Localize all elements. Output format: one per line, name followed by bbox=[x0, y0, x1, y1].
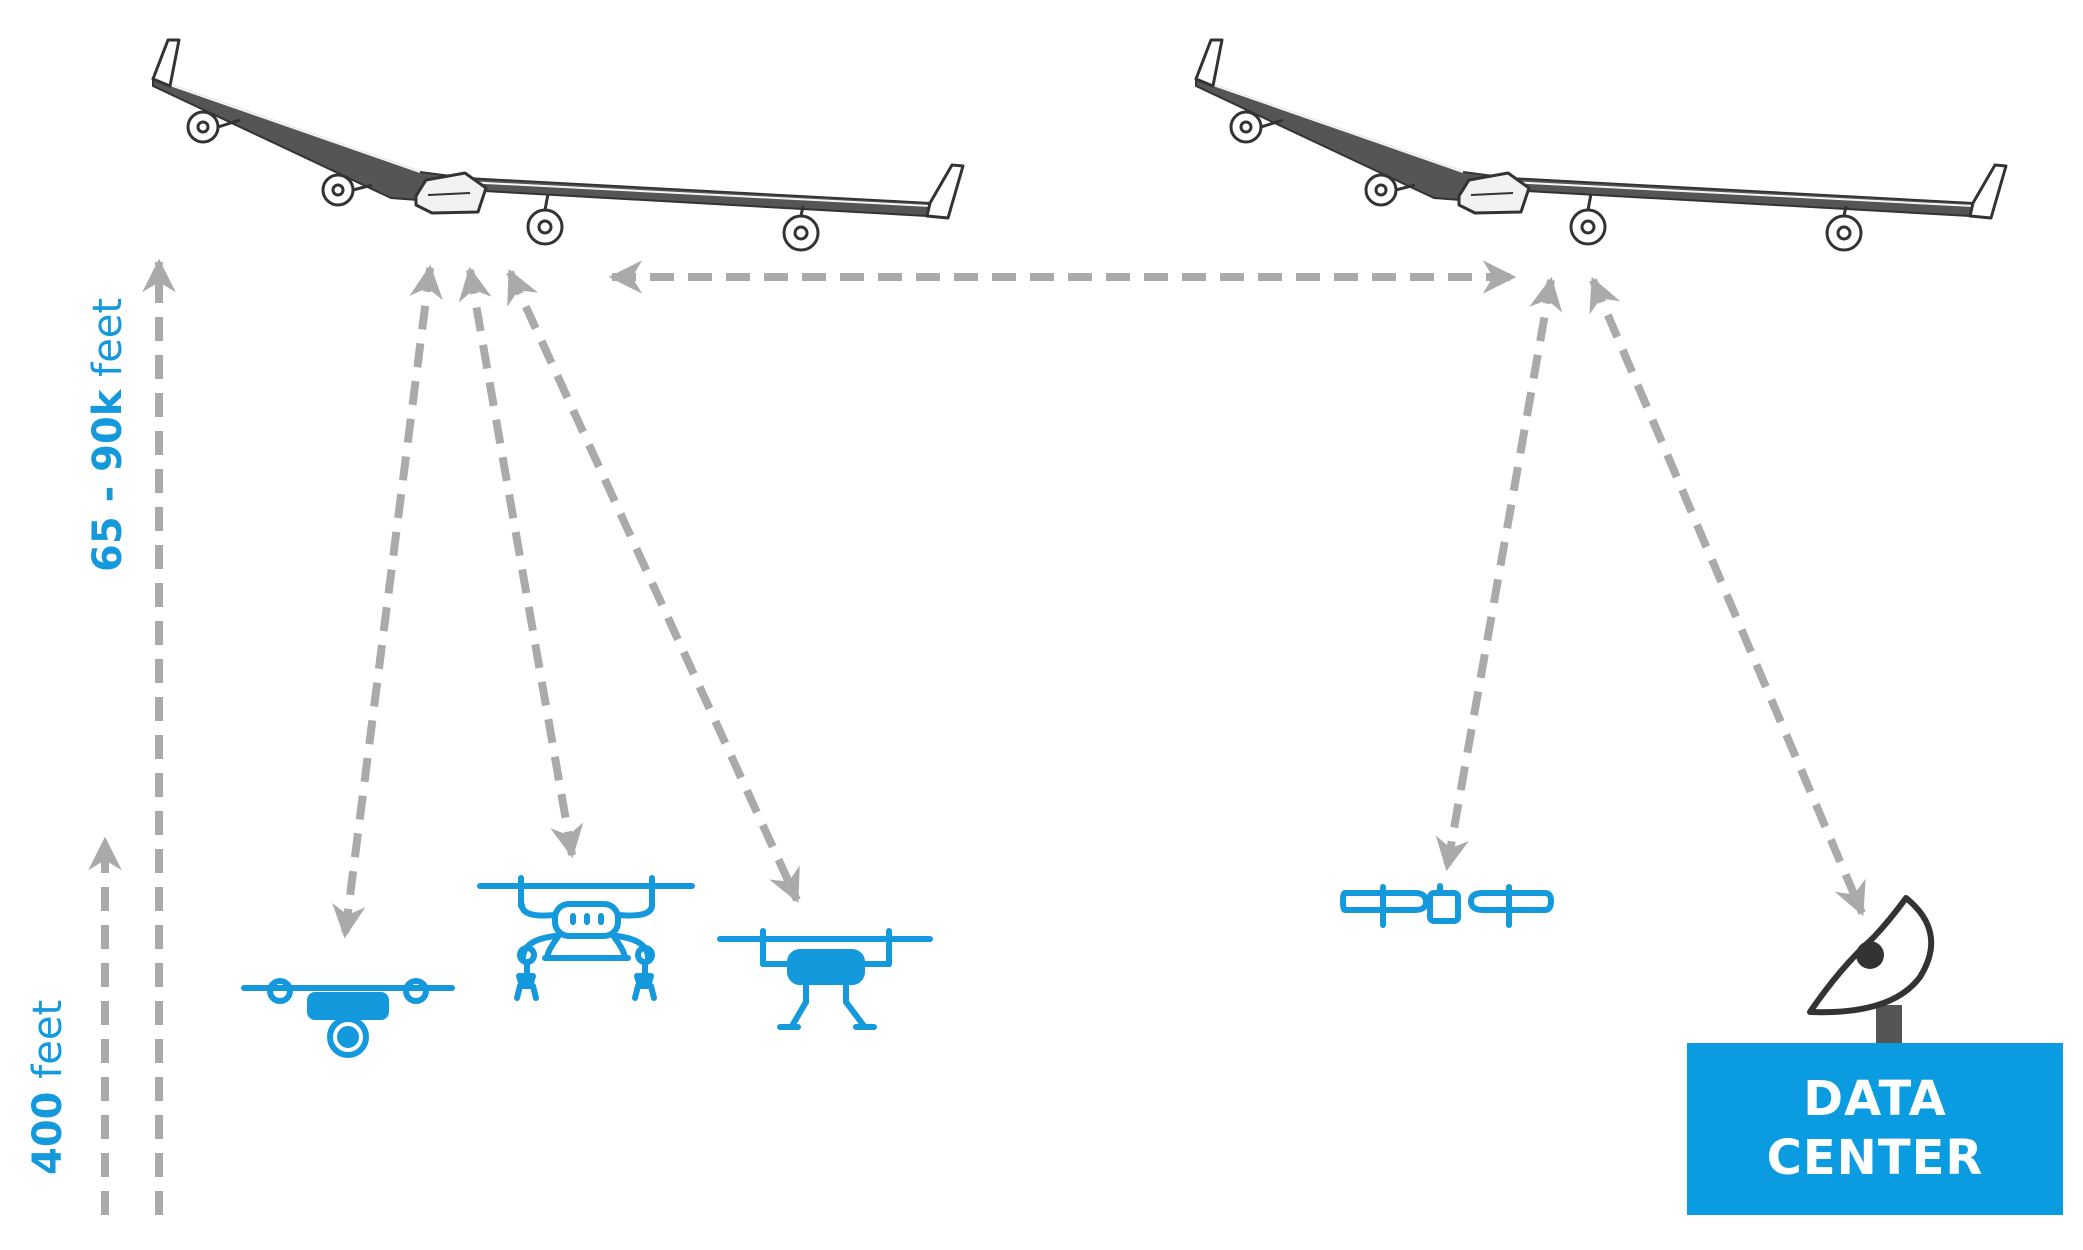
high-altitude-value: 65 - 90k bbox=[85, 389, 131, 572]
aircraft-right bbox=[1194, 38, 2008, 252]
low-altitude-unit: feet bbox=[25, 999, 71, 1079]
data-center-line-2: CENTER bbox=[1766, 1130, 1984, 1186]
data-center-box: DATA CENTER bbox=[1687, 1043, 2063, 1215]
low-altitude-label: 400 feet bbox=[25, 999, 71, 1176]
high-altitude-unit: feet bbox=[85, 297, 131, 377]
link-plane-to-gripper-drone bbox=[458, 266, 584, 859]
link-plane-to-ground-station bbox=[1589, 276, 1866, 917]
low-altitude-value: 400 bbox=[25, 1091, 71, 1176]
compact-drone-icon bbox=[1340, 883, 1554, 928]
camera-drone-icon bbox=[241, 978, 455, 1058]
gripper-drone-icon bbox=[477, 875, 695, 1001]
data-center-line-1: DATA bbox=[1803, 1071, 1947, 1128]
link-plane-to-compact-drone bbox=[1435, 276, 1563, 872]
high-altitude-label: 65 - 90k feet bbox=[85, 297, 131, 572]
aircraft-left bbox=[151, 38, 965, 252]
satellite-dish-icon bbox=[1807, 895, 1935, 1047]
link-plane-to-camera-drone bbox=[332, 264, 443, 939]
legged-drone-icon bbox=[717, 928, 933, 1030]
link-plane-to-legged-drone bbox=[506, 268, 801, 904]
